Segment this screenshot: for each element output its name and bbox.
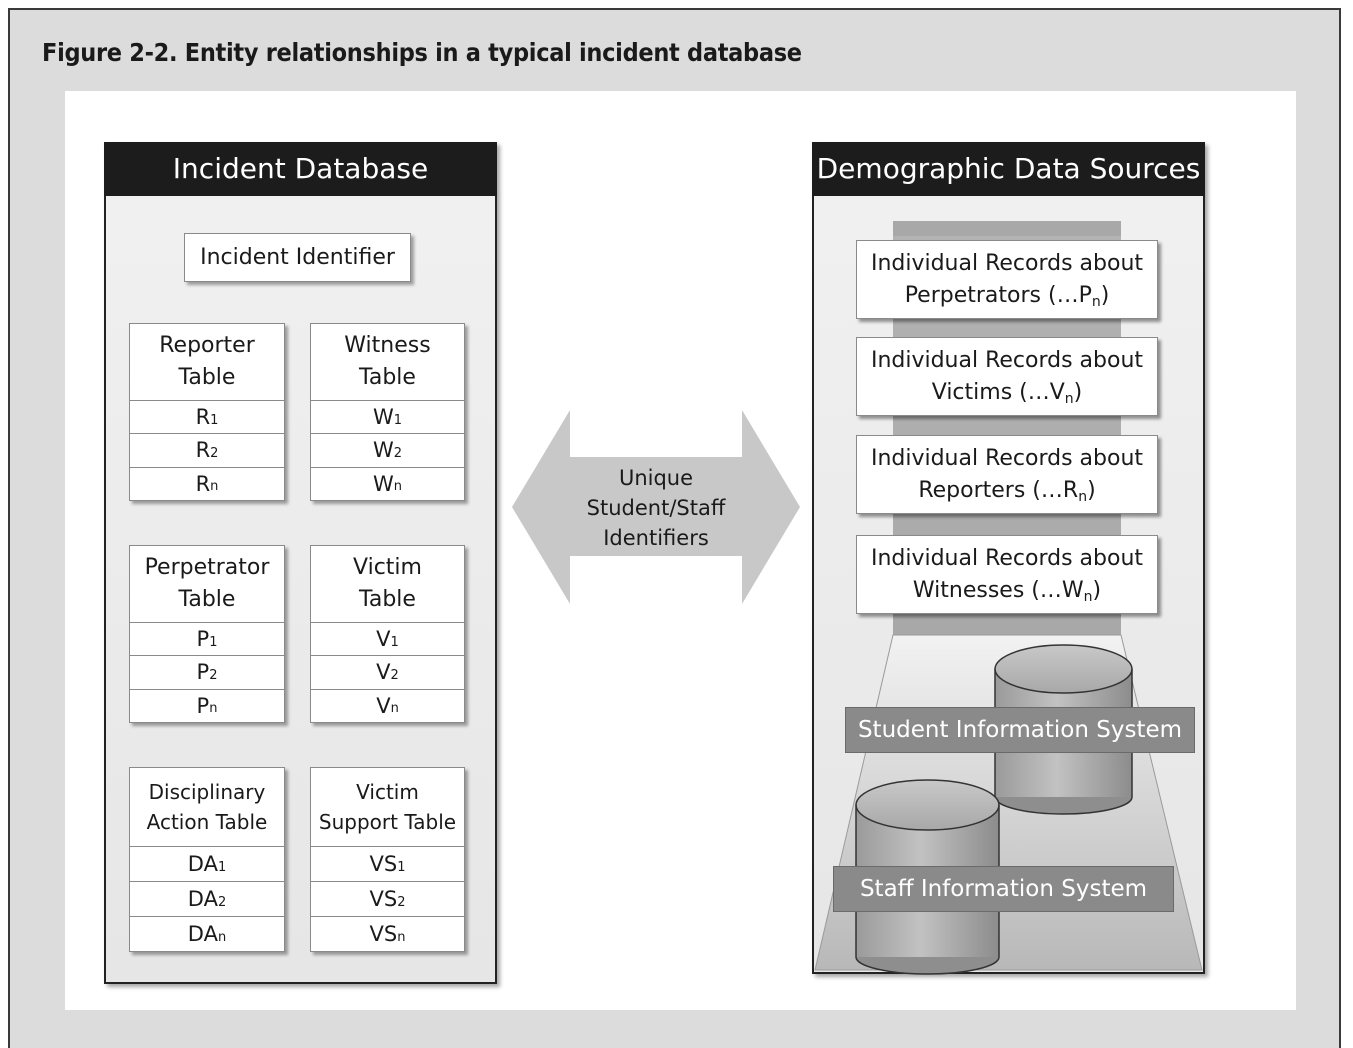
arrow-label-line2: Student/Staff bbox=[586, 496, 726, 520]
record-line2: Reporters (…Rn) bbox=[918, 478, 1096, 505]
perpetrator-table-title-line2: Table bbox=[178, 587, 236, 612]
demographic-sources-title: Demographic Data Sources bbox=[812, 142, 1205, 196]
record-line2: Victims (…Vn) bbox=[931, 380, 1083, 407]
incident-identifier-box: Incident Identifier bbox=[184, 233, 411, 282]
victim-records-box: Individual Records about Victims (…Vn) bbox=[856, 337, 1158, 416]
arrow-label-line1: Unique bbox=[618, 466, 694, 490]
record-line1: Individual Records about bbox=[870, 251, 1144, 276]
disciplinary-table-title-line2: Action Table bbox=[146, 810, 268, 834]
victim-table-header: Victim Table bbox=[311, 546, 464, 623]
perpetrator-table-title-line1: Perpetrator bbox=[144, 555, 270, 580]
victim-support-table-title-line1: Victim bbox=[356, 780, 419, 804]
victim-table-title-line1: Victim bbox=[353, 555, 422, 580]
reporter-table-title-line1: Reporter bbox=[159, 333, 255, 358]
arrow-label-line3: Identifiers bbox=[603, 526, 709, 550]
disciplinary-action-table-header: Disciplinary Action Table bbox=[130, 768, 284, 847]
incident-database-title: Incident Database bbox=[104, 142, 497, 196]
reporter-records-box: Individual Records about Reporters (…Rn) bbox=[856, 435, 1158, 514]
arrow-label: Unique Student/Staff Identifiers bbox=[572, 463, 740, 553]
witness-table-header: Witness Table bbox=[311, 324, 464, 401]
witness-records-box: Individual Records about Witnesses (…Wn) bbox=[856, 535, 1158, 614]
staff-information-system-label: Staff Information System bbox=[833, 866, 1174, 912]
witness-table-title-line1: Witness bbox=[344, 333, 431, 358]
witness-table-title-line2: Table bbox=[359, 365, 416, 390]
record-line1: Individual Records about bbox=[870, 446, 1144, 471]
record-line2: Witnesses (…Wn) bbox=[912, 578, 1102, 605]
perpetrator-table-header: Perpetrator Table bbox=[130, 546, 284, 623]
student-information-system-label: Student Information System bbox=[845, 707, 1195, 753]
reporter-table-header: Reporter Table bbox=[130, 324, 284, 401]
victim-table-title-line2: Table bbox=[359, 587, 416, 612]
disciplinary-table-title-line1: Disciplinary bbox=[148, 780, 266, 804]
record-line2: Perpetrators (…Pn) bbox=[904, 283, 1110, 310]
incident-identifier-label: Incident Identifier bbox=[200, 245, 395, 270]
reporter-table-title-line2: Table bbox=[178, 365, 236, 390]
victim-support-table-header: Victim Support Table bbox=[311, 768, 464, 847]
perpetrator-records-box: Individual Records about Perpetrators (…… bbox=[856, 240, 1158, 319]
figure-title: Figure 2-2. Entity relationships in a ty… bbox=[42, 38, 802, 67]
record-line1: Individual Records about bbox=[870, 348, 1144, 373]
record-line1: Individual Records about bbox=[870, 546, 1144, 571]
victim-support-table-title-line2: Support Table bbox=[318, 810, 457, 834]
